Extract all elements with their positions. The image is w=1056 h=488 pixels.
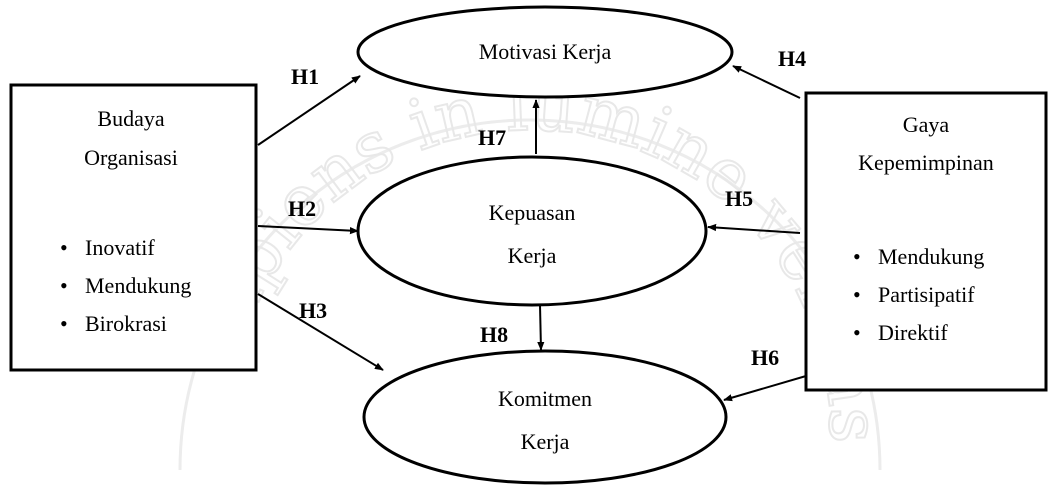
bullet-icon: • [60,311,68,336]
komitmen-label-line2: Kerja [521,429,570,454]
gaya-item-direktif: Direktif [878,320,948,345]
gaya-item-mendukung: Mendukung [878,244,984,269]
budaya-item-birokrasi: Birokrasi [85,311,167,336]
komitmen-kerja-node: Komitmen Kerja [362,349,728,485]
kepuasan-label-line1: Kepuasan [489,200,576,225]
gaya-kepemimpinan-box: Gaya Kepemimpinan • Mendukung • Partisip… [804,91,1048,392]
label-h4: H4 [778,46,806,71]
komitmen-label-line1: Komitmen [498,386,592,411]
gaya-item-partisipatif: Partisipatif [878,282,975,307]
budaya-organisasi-box: Budaya Organisasi • Inovatif • Mendukung… [9,83,258,372]
arrow-h1 [257,75,361,146]
kepuasan-label-line2: Kerja [508,243,557,268]
budaya-item-inovatif: Inovatif [85,235,155,260]
arrow-h8 [537,304,545,351]
kepuasan-kerja-node: Kepuasan Kerja [356,155,708,307]
label-h2: H2 [288,196,316,221]
arrow-h5 [707,223,801,234]
label-h6: H6 [751,345,779,370]
arrow-h6 [723,375,807,402]
motivasi-label: Motivasi Kerja [479,39,612,64]
bullet-icon: • [60,273,68,298]
bullet-icon: • [853,244,861,269]
budaya-title-line1: Budaya [97,106,164,131]
label-h7: H7 [478,125,506,150]
bullet-icon: • [60,235,68,260]
budaya-title-line2: Organisasi [84,145,178,170]
gaya-title-line2: Kepemimpinan [858,150,994,175]
arrow-h2 [257,225,359,235]
label-h1: H1 [291,64,319,89]
bullet-icon: • [853,282,861,307]
arrow-h4 [732,65,801,99]
arrow-h3 [257,293,384,371]
label-h8: H8 [480,322,508,347]
gaya-title-line1: Gaya [903,112,950,137]
budaya-item-mendukung: Mendukung [85,273,191,298]
motivasi-kerja-node: Motivasi Kerja [356,5,734,99]
label-h3: H3 [299,298,327,323]
label-h5: H5 [725,186,753,211]
bullet-icon: • [853,320,861,345]
